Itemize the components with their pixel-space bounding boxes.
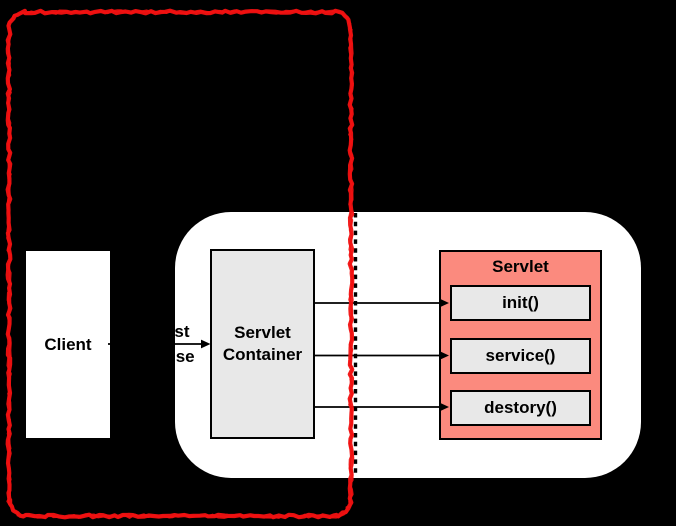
method-box-destory: destory()	[450, 390, 591, 426]
request-label: Request	[122, 322, 190, 341]
method-box-init: init()	[450, 285, 591, 321]
client-box: Client	[24, 249, 112, 440]
init-label: init()	[502, 293, 539, 312]
servlet-box: Servlet init() service() destory()	[439, 250, 602, 440]
destory-label: destory()	[484, 398, 557, 417]
client-label: Client	[44, 334, 92, 354]
method-box-service: service()	[450, 338, 591, 374]
servlet-container-label: Servlet Container	[222, 323, 303, 364]
servlet-title: Servlet	[492, 257, 549, 276]
service-label: service()	[485, 346, 556, 365]
servlet-container-box: Servlet Container	[210, 249, 315, 439]
response-label: Response	[113, 347, 195, 366]
